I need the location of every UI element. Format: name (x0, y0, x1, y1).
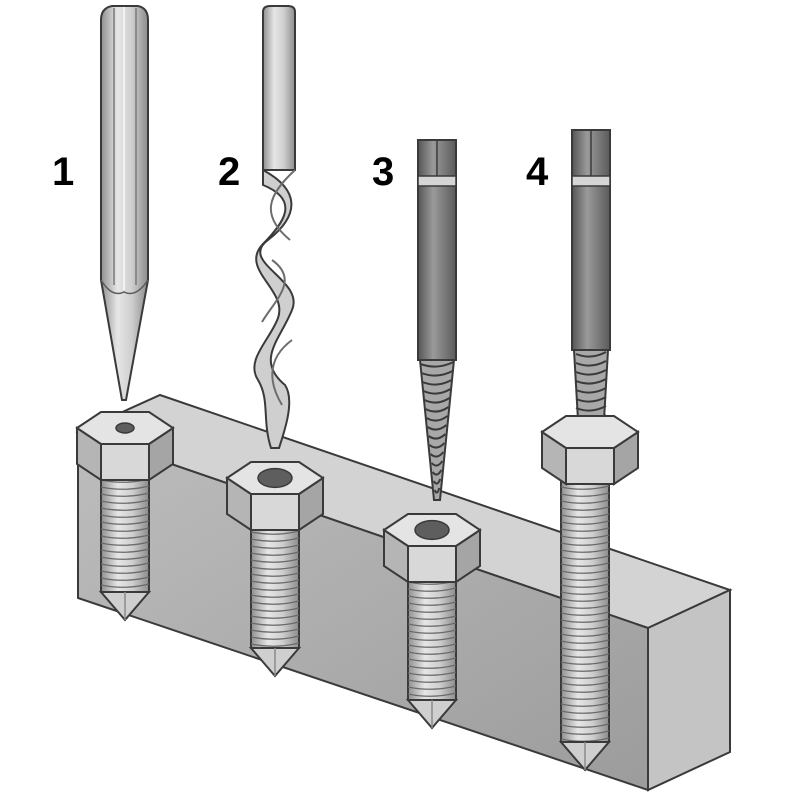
drill-bit-tool (253, 5, 296, 449)
extractor-in-bolt-tool (571, 129, 611, 421)
bolt-shank-4 (558, 459, 612, 772)
step-label-4: 4 (526, 150, 549, 194)
hex-nuts (75, 411, 640, 584)
hex-nut-2 (225, 461, 325, 532)
block-side-face (647, 588, 731, 792)
step-label-2: 2 (218, 150, 241, 194)
hex-nut-4 (540, 415, 640, 486)
hex-nut-3 (382, 513, 482, 584)
step-label-1: 1 (52, 150, 75, 194)
bolt-shank-1 (98, 459, 152, 622)
step-label-3: 3 (372, 150, 395, 194)
hex-nut-1 (75, 411, 175, 482)
center-punch-tool (100, 5, 149, 401)
bolts (98, 459, 612, 772)
screw-extractor-tool (417, 139, 457, 501)
